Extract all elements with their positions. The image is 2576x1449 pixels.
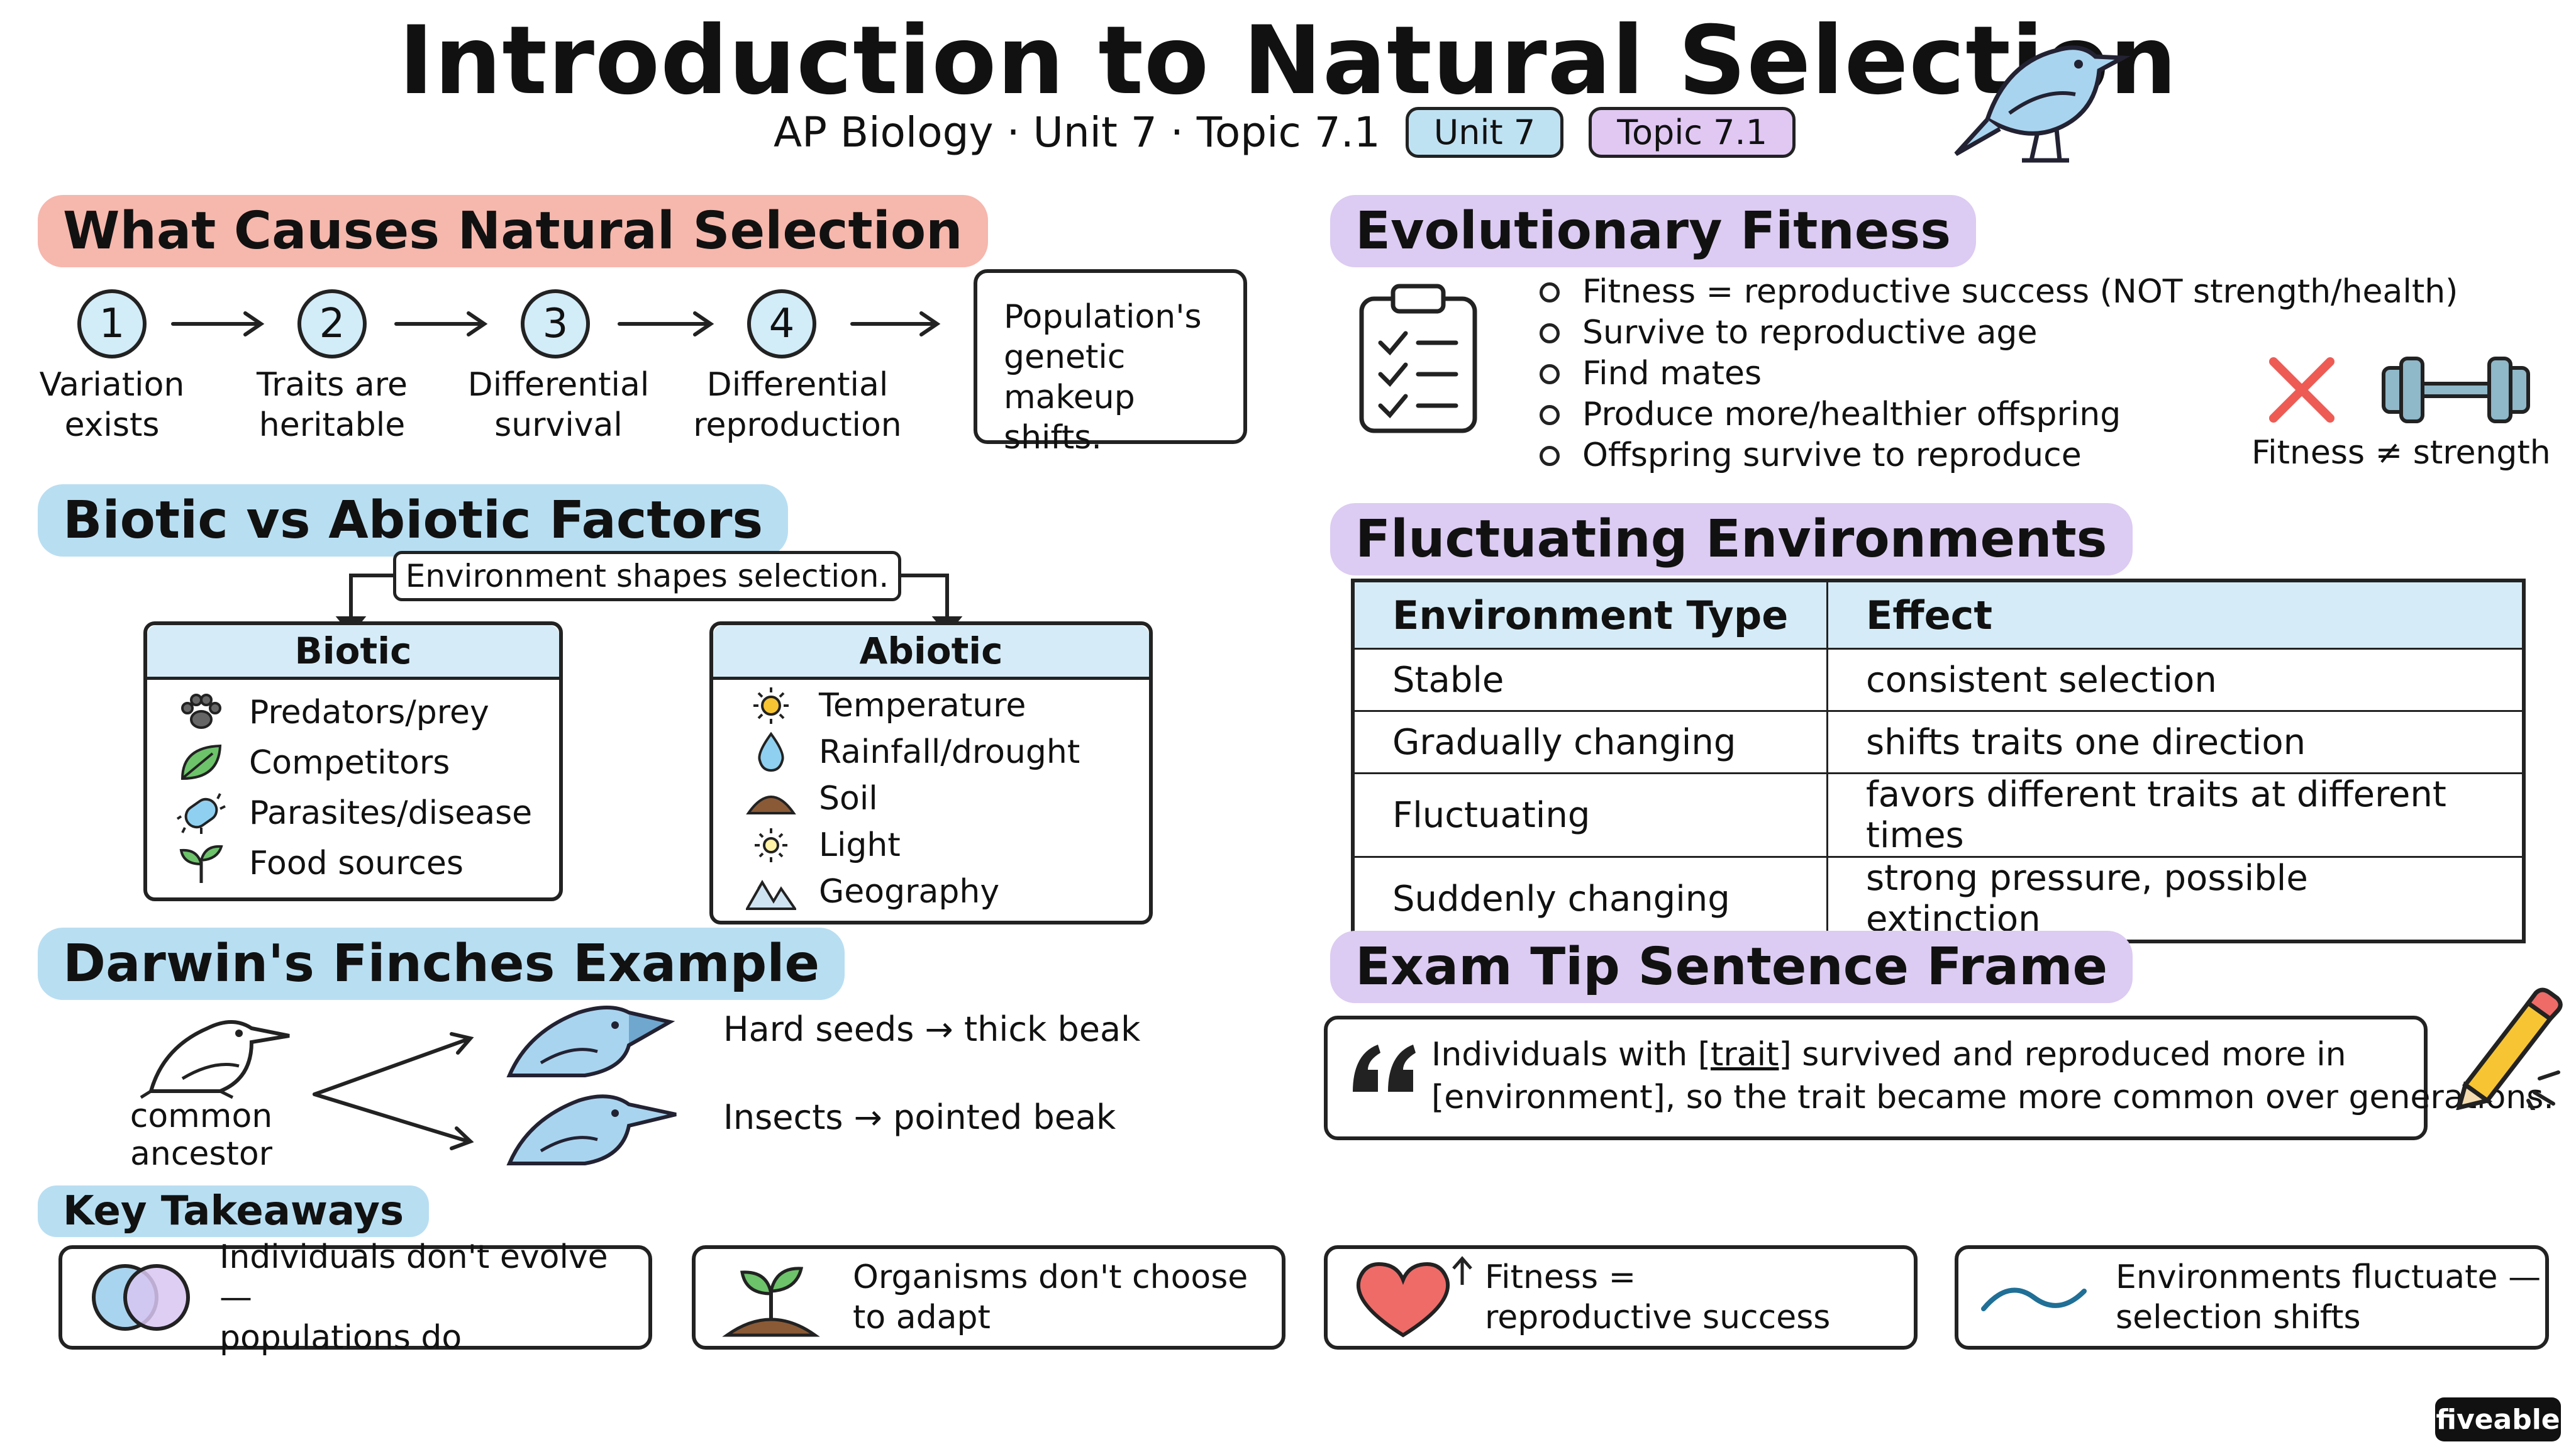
thick-beak-finch-icon [506, 1006, 675, 1077]
list-item: Survive to reproductive age [1540, 313, 2458, 353]
fitness-caption: Fitness ≠ strength [2251, 434, 2551, 472]
unit-tag: Unit 7 [1405, 106, 1564, 158]
list-item: Produce more/healthier offspring [1540, 394, 2458, 435]
dumbbell-icon [2382, 357, 2530, 423]
heart-up-icon [1356, 1256, 1472, 1338]
arrow-icon [394, 311, 488, 336]
bird-icon [1954, 45, 2131, 163]
column-header: Environment Type [1352, 579, 1828, 650]
column-header: Effect [1826, 579, 2525, 650]
list-item: Find mates [1540, 353, 2458, 394]
step-1-number: 1 [77, 289, 147, 358]
paw-icon [181, 694, 221, 729]
wave-icon [1981, 1287, 2087, 1311]
arrow-icon [171, 311, 265, 336]
list-item: Fitness = reproductive success (NOT stre… [1540, 272, 2458, 313]
takeaway-text: Fitness =reproductive success [1485, 1258, 1831, 1336]
table-header-row: Environment Type Effect [1352, 579, 2525, 650]
list-item: Competitors [176, 738, 559, 788]
trait-placeholder: [trait] [1697, 1036, 1792, 1074]
list-item: Light [746, 822, 1149, 869]
abiotic-panel: Abiotic Temperature Rainfall/drought Soi… [709, 621, 1153, 924]
checklist-icon [1359, 284, 1477, 433]
light-icon [755, 828, 787, 862]
list-item: Food sources [176, 838, 559, 889]
callout-box: Environment shapes selection. [393, 551, 901, 601]
fiveable-logo: fiveable [2435, 1397, 2561, 1441]
list-item: Rainfall/drought [746, 729, 1149, 775]
topic-tag: Topic 7.1 [1589, 106, 1796, 158]
sprout-icon [179, 845, 223, 883]
seedling-icon [722, 1267, 820, 1337]
arrow-icon [618, 311, 714, 336]
exam-tip-box: Individuals with [trait] survived and re… [1324, 1016, 2554, 1140]
page-title: Introduction to Natural Selection [398, 6, 2178, 116]
takeaways-heading: Key Takeaways [38, 1185, 430, 1237]
fitness-bullets: Fitness = reproductive success (NOT stre… [1540, 272, 2458, 476]
finches-heading: Darwin's Finches Example [38, 928, 845, 1000]
quote-icon [1353, 1045, 1416, 1092]
takeaway-card-1: Individuals don't evolve —populations do [58, 1238, 652, 1357]
takeaway-card-4: Environments fluctuate —selection shifts [1955, 1245, 2549, 1350]
sun-icon [753, 687, 789, 724]
list-item: Temperature [746, 682, 1149, 729]
x-mark-icon [2269, 357, 2334, 423]
outcome-hard-seeds: Hard seeds → thick beak [723, 1009, 1141, 1049]
list-item: Predators/prey [176, 687, 559, 738]
takeaway-text: Environments fluctuate —selection shifts [2116, 1258, 2541, 1336]
abiotic-title: Abiotic [713, 625, 1149, 680]
pencil-icon [2456, 987, 2563, 1110]
causes-heading: What Causes Natural Selection [38, 195, 988, 267]
ancestor-label: common ancestor [130, 1097, 273, 1173]
step-3-number: 3 [521, 289, 590, 358]
soil-mound-icon [746, 796, 796, 814]
biotic-panel: Biotic Predators/prey Competitors Parasi… [143, 621, 563, 901]
branch-arrows [313, 1032, 474, 1150]
water-drop-icon [758, 731, 784, 772]
environments-heading: Fluctuating Environments [1330, 503, 2133, 575]
leaf-icon [180, 744, 222, 780]
takeaway-card-3: Fitness =reproductive success [1324, 1245, 1918, 1350]
page-subtitle: AP Biology · Unit 7 · Topic 7.1 [774, 108, 1380, 157]
list-item: Geography [746, 869, 1149, 915]
exam-tip-text: Individuals with [trait] survived and re… [1431, 1036, 2554, 1116]
outcome-insects: Insects → pointed beak [723, 1097, 1116, 1137]
list-item: Parasites/disease [176, 788, 559, 838]
result-box: Population's genetic makeup shifts. [974, 269, 1247, 457]
fitness-heading: Evolutionary Fitness [1330, 195, 1977, 267]
exam-tip-heading: Exam Tip Sentence Frame [1330, 931, 2133, 1003]
list-item: Soil [746, 775, 1149, 822]
mountains-icon [746, 880, 796, 910]
microbe-icon [176, 793, 226, 834]
ancestor-bird-icon [140, 1020, 290, 1099]
biotic-title: Biotic [147, 625, 559, 680]
list-item: Offspring survive to reproduce [1540, 435, 2458, 476]
factors-heading: Biotic vs Abiotic Factors [38, 484, 789, 557]
step-arrows [171, 311, 941, 336]
pointed-beak-finch-icon [506, 1094, 677, 1165]
step-4-number: 4 [747, 289, 816, 358]
step-2-number: 2 [297, 289, 367, 358]
venn-diagram-icon [92, 1264, 190, 1331]
takeaway-text: Individuals don't evolve —populations do [219, 1238, 608, 1357]
subtitle-row: AP Biology · Unit 7 · Topic 7.1 Unit 7 T… [774, 104, 1796, 160]
arrow-icon [850, 311, 941, 336]
